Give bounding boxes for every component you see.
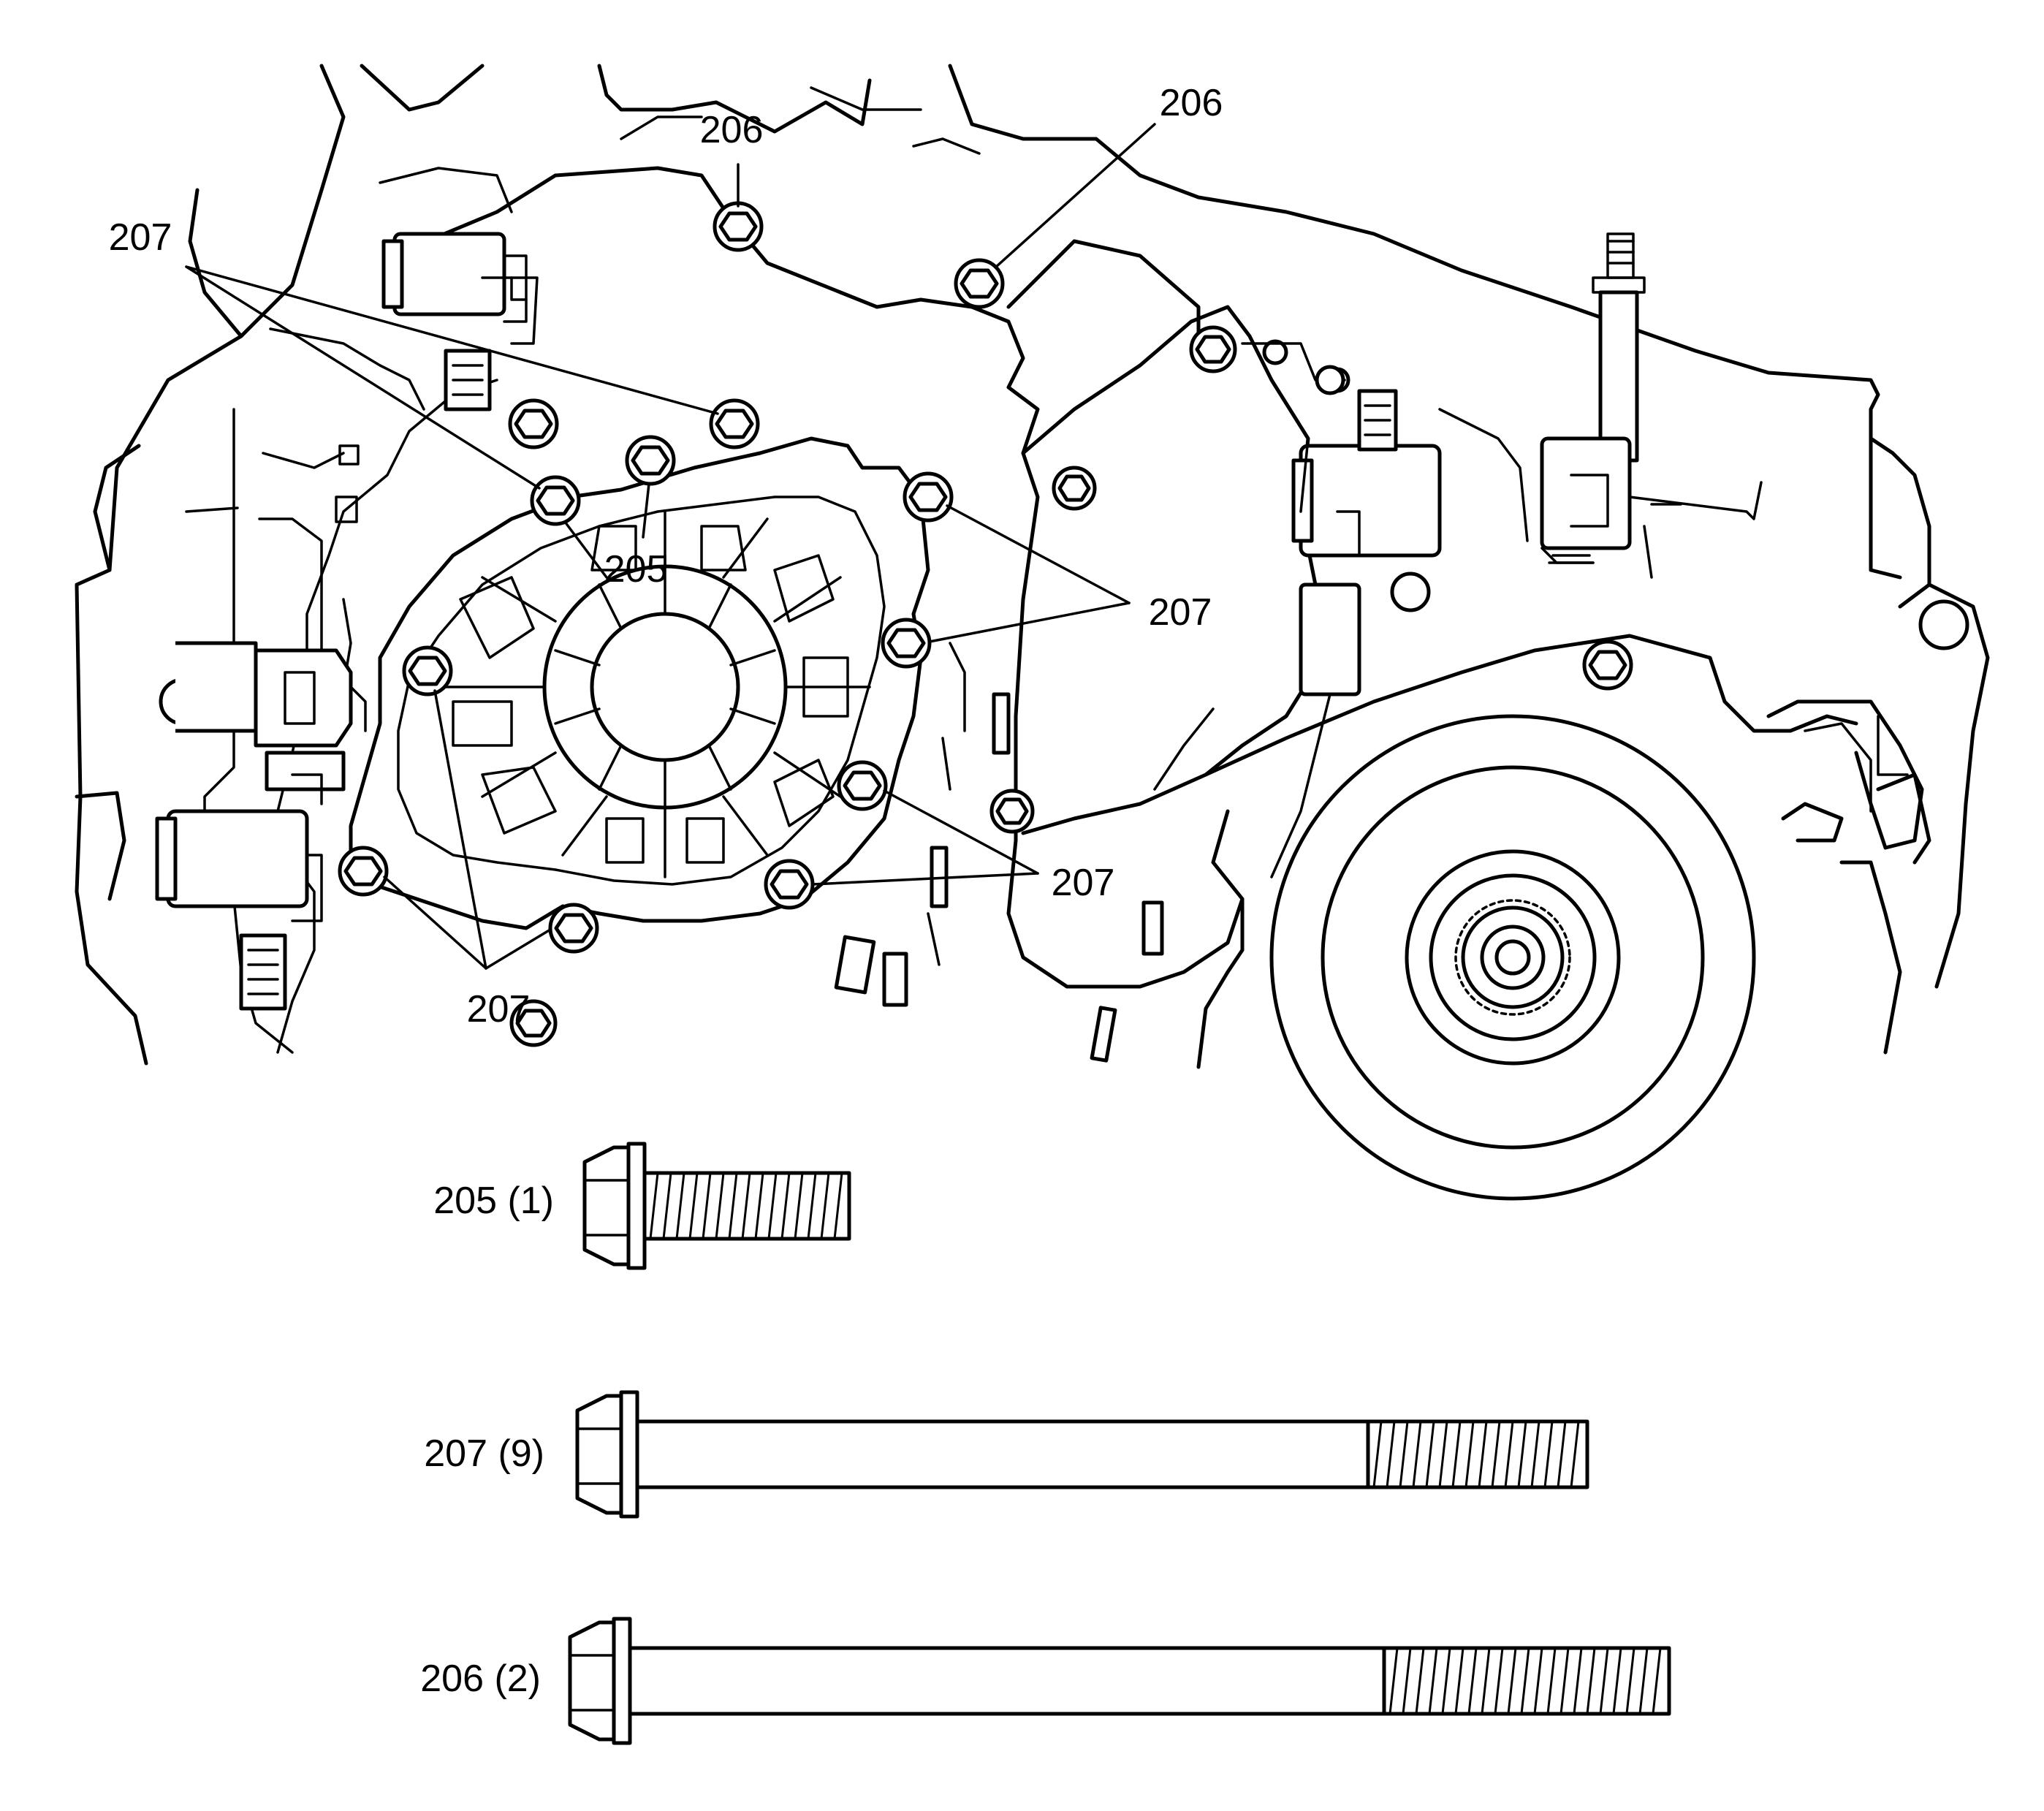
callout-207-right: 207 xyxy=(1149,591,1212,634)
bolt-206-upper-right xyxy=(954,258,1005,309)
bolt-206-threads xyxy=(1388,1647,1662,1715)
pump-housing xyxy=(1196,634,1931,1201)
bolt-206-label: 206 (2) xyxy=(420,1658,541,1700)
bolt-205-label: 205 (1) xyxy=(433,1180,554,1222)
left-middle-solenoid xyxy=(175,641,367,805)
lower-left-solenoid xyxy=(155,809,323,1011)
callout-207-upper-left: 207 xyxy=(109,216,172,259)
bolt-207-g xyxy=(764,859,815,910)
fastener-legend: 205 (1) 207 (9) 206 (2) xyxy=(420,1142,1671,1745)
callout-206-left: 206 xyxy=(700,109,764,151)
bolt-other-6 xyxy=(1315,365,1345,395)
bolt-other-4 xyxy=(1582,639,1633,691)
bolt-206-legend: 206 (2) xyxy=(420,1617,1671,1745)
bolt-207-h xyxy=(548,903,599,954)
callout-206-right: 206 xyxy=(1160,82,1223,124)
callout-207-lower-right: 207 xyxy=(1052,862,1115,904)
bolt-heads xyxy=(338,201,1633,1047)
bolt-other-3 xyxy=(989,789,1035,834)
bolt-207-j xyxy=(338,846,389,897)
bolt-207-f xyxy=(837,760,888,811)
bolt-207-b xyxy=(530,475,581,526)
right-solenoid-assembly xyxy=(1241,339,1529,878)
callout-207-bottom: 207 xyxy=(467,988,531,1030)
bolt-207-c xyxy=(508,398,559,449)
bolt-other-5 xyxy=(509,999,558,1047)
bolt-207-i xyxy=(402,645,453,696)
leader-lines xyxy=(185,123,1156,970)
bolt-207-a xyxy=(709,398,760,449)
bolt-207-e xyxy=(881,618,932,669)
bolt-207-legend: 207 (9) xyxy=(424,1390,1589,1519)
bolt-205 xyxy=(625,435,676,486)
bolt-207-label: 207 (9) xyxy=(424,1432,544,1475)
upper-left-solenoid xyxy=(381,232,539,411)
bolt-other-1 xyxy=(1189,325,1237,373)
callout-205: 205 xyxy=(604,548,668,591)
valve-body-illustration xyxy=(75,64,1990,1201)
bolt-205-legend: 205 (1) xyxy=(433,1142,851,1270)
shift-lever-stud xyxy=(1540,232,1763,579)
bolt-206-upper-left xyxy=(713,201,764,252)
bolt-other-2 xyxy=(1052,466,1097,511)
bolt-205-threads xyxy=(649,1172,843,1239)
bolt-207-d xyxy=(903,471,954,523)
callout-labels: 206 206 207 205 207 207 207 xyxy=(109,82,1223,1030)
bolt-207-threads xyxy=(1372,1421,1580,1488)
